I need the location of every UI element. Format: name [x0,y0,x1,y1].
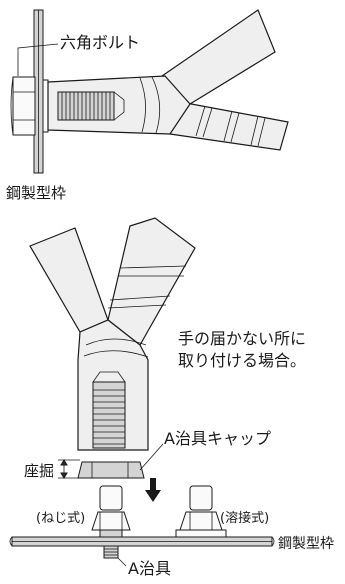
vertical-thread-bore [92,381,126,449]
top-figure: 六角ボルト 鋼製型枠 [6,9,289,202]
jig-cap [77,461,145,479]
hex-bolt-label: 六角ボルト [60,33,140,52]
counterbore-label: 座掘 [24,462,54,480]
down-arrow-icon [145,478,161,502]
jig-a-label: A治具 [128,559,171,578]
jig-cap-leader [139,443,164,471]
y-insert-horizontal [47,9,289,151]
steel-frame-label-bottom: 鋼製型枠 [278,536,334,552]
screw-type-label: (ねじ式) [36,511,85,526]
note-line-2: 取り付ける場合。 [178,351,306,370]
steel-frame-label-top: 鋼製型枠 [6,184,66,202]
jig-cap-label: A治具キャップ [164,429,271,448]
bottom-figure: (ねじ式) (溶接式) 鋼製型枠 A治具 [9,485,334,578]
weld-type-label: (溶接式) [220,510,269,526]
jig-weld-type [175,485,227,538]
vertical-thread [93,389,125,445]
middle-figure: 手の届かない所に 取り付ける場合。 A治具キャップ 座掘 [24,217,306,480]
jig-a-leader [117,557,127,567]
bolt-thread [61,92,111,120]
jig-screw-type [91,485,131,559]
note-line-1: 手の届かない所に [178,329,306,348]
hex-bolt-leader [17,43,59,76]
hex-bolt-head [10,76,49,136]
